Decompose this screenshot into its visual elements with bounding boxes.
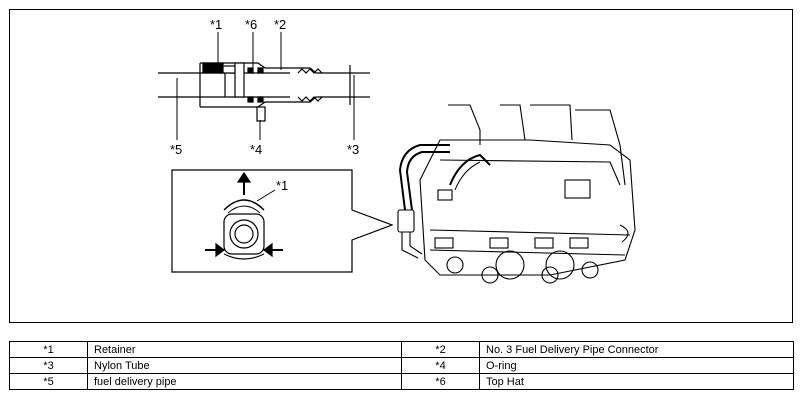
legend-code: *5 [9,373,88,390]
callout-4: *4 [250,142,262,157]
legend-code: *2 [401,341,480,358]
legend-code: *3 [9,357,88,374]
legend-text: Top Hat [479,373,794,390]
callout-2: *2 [274,17,286,32]
callout-1-detail: *1 [276,178,288,193]
legend-text: Retainer [87,341,402,358]
legend-code: *4 [401,357,480,374]
connector-diagram: *1 *6 *2 *5 *4 *3 *1 [158,17,636,284]
legend-code: *1 [9,341,88,358]
detail-view [171,169,394,273]
legend-table: *1 Retainer *2 No. 3 Fuel Delivery Pipe … [9,341,794,390]
callout-6: *6 [245,17,257,32]
engine-assembly [397,104,636,284]
connector-cross-section [158,62,370,122]
legend-row: *3 Nylon Tube *4 O-ring [9,357,794,374]
legend-text: Nylon Tube [87,357,402,374]
legend-text: No. 3 Fuel Delivery Pipe Connector [479,341,794,358]
legend-code: *6 [401,373,480,390]
callout-3: *3 [347,142,359,157]
legend-text: O-ring [479,357,794,374]
legend-text: fuel delivery pipe [87,373,402,390]
legend-row: *5 fuel delivery pipe *6 Top Hat [9,373,794,390]
leader-lines [176,32,355,140]
diagram-frame: *1 *6 *2 *5 *4 *3 *1 [9,9,793,323]
retainer-block [202,62,224,74]
callout-5: *5 [170,142,182,157]
callout-1: *1 [210,17,222,32]
legend-row: *1 Retainer *2 No. 3 Fuel Delivery Pipe … [9,341,794,358]
